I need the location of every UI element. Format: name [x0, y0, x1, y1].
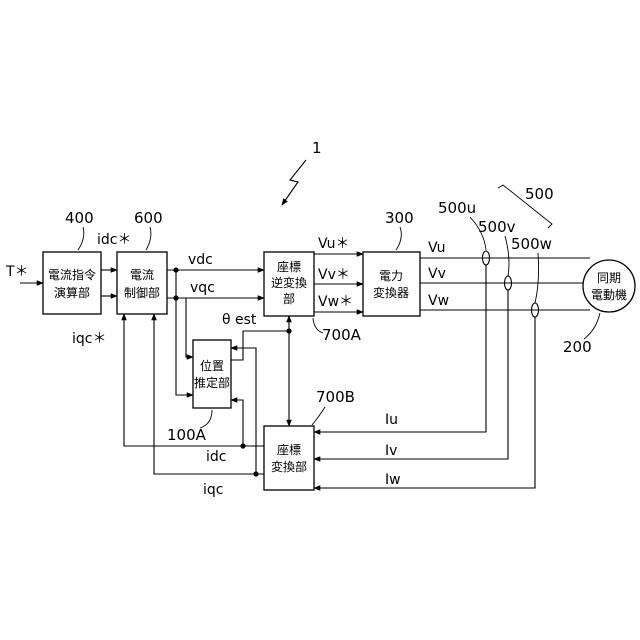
ref-700a: 700A [322, 326, 362, 344]
vv-label: Vv [428, 266, 446, 282]
vqc-label: vqc [190, 280, 215, 296]
iw-label: Iw [385, 472, 401, 488]
ref-700b: 700B [316, 388, 355, 406]
sensor-500u-label: 500u [438, 199, 476, 217]
vw-cmd-label: Vw＊ [318, 294, 353, 310]
figure-number: 1 [312, 139, 322, 157]
position-estimator-block: 位置 推定部 [193, 340, 231, 408]
iv-label: Iv [385, 443, 397, 459]
current-command-block: 電流指令 演算部 [43, 252, 101, 314]
idc-to-estimator [231, 400, 243, 446]
position-estimator-label-1: 位置 [200, 358, 224, 373]
ref-400: 400 [65, 209, 94, 227]
current-control-label-1: 電流 [130, 268, 154, 282]
figure-squiggle [282, 160, 306, 205]
theta-est-wire [231, 331, 289, 360]
inverse-coord-label-1: 座標 [277, 259, 301, 274]
vdc-label: vdc [188, 252, 213, 268]
coord-transform-block: 座標 変換部 [264, 426, 314, 490]
ref-600: 600 [134, 209, 163, 227]
sensor-500w-leader [535, 253, 539, 303]
vu-cmd-label: Vu＊ [318, 236, 350, 252]
sensor-500v-label: 500v [478, 218, 516, 236]
power-converter-block: 電力 変換器 [363, 252, 420, 316]
iqc-cmd-label: iqc＊ [72, 331, 106, 347]
theta-est-label: θ est [222, 312, 257, 328]
position-estimator-label-2: 推定部 [194, 375, 230, 390]
coord-transform-label-1: 座標 [277, 442, 301, 457]
power-converter-label-1: 電力 [379, 269, 403, 283]
ref-100a: 100A [167, 426, 207, 444]
current-command-label-2: 演算部 [54, 285, 90, 300]
sensor-500v-leader [505, 236, 509, 276]
sensor-500w-label: 500w [511, 235, 552, 253]
sensor-group-label: 500 [525, 185, 554, 203]
coord-transform-label-2: 変換部 [271, 459, 307, 474]
vw-label: Vw [428, 293, 449, 309]
idc-label: idc [206, 449, 226, 465]
vv-cmd-label: Vv＊ [318, 267, 350, 283]
motor-label-1: 同期 [597, 271, 621, 285]
current-control-block: 電流 制御部 [117, 252, 167, 314]
iqc-label: iqc [203, 482, 223, 498]
ref-300-leader [396, 227, 401, 250]
ref-400-leader [78, 227, 84, 250]
torque-cmd-label: T＊ [5, 264, 29, 280]
inverse-coord-label-2: 逆変換 [271, 275, 307, 290]
vu-label: Vu [428, 240, 446, 256]
ref-700b-leader [312, 407, 325, 425]
ref-600-leader [146, 227, 151, 250]
motor-circle: 同期 電動機 [583, 260, 635, 312]
current-control-label-2: 制御部 [124, 285, 160, 300]
ref-200: 200 [563, 338, 592, 356]
idc-cmd-label: idc＊ [97, 232, 131, 248]
inverse-coord-label-3: 部 [283, 291, 295, 306]
current-command-label-1: 電流指令 [48, 267, 96, 282]
motor-label-2: 電動機 [591, 287, 627, 302]
iu-label: Iu [385, 412, 398, 428]
inverse-coord-block: 座標 逆変換 部 [264, 252, 314, 316]
power-converter-label-2: 変換器 [373, 285, 409, 300]
ref-200-leader [584, 313, 600, 339]
ref-300: 300 [385, 209, 414, 227]
vqc-to-estimator [176, 298, 193, 357]
